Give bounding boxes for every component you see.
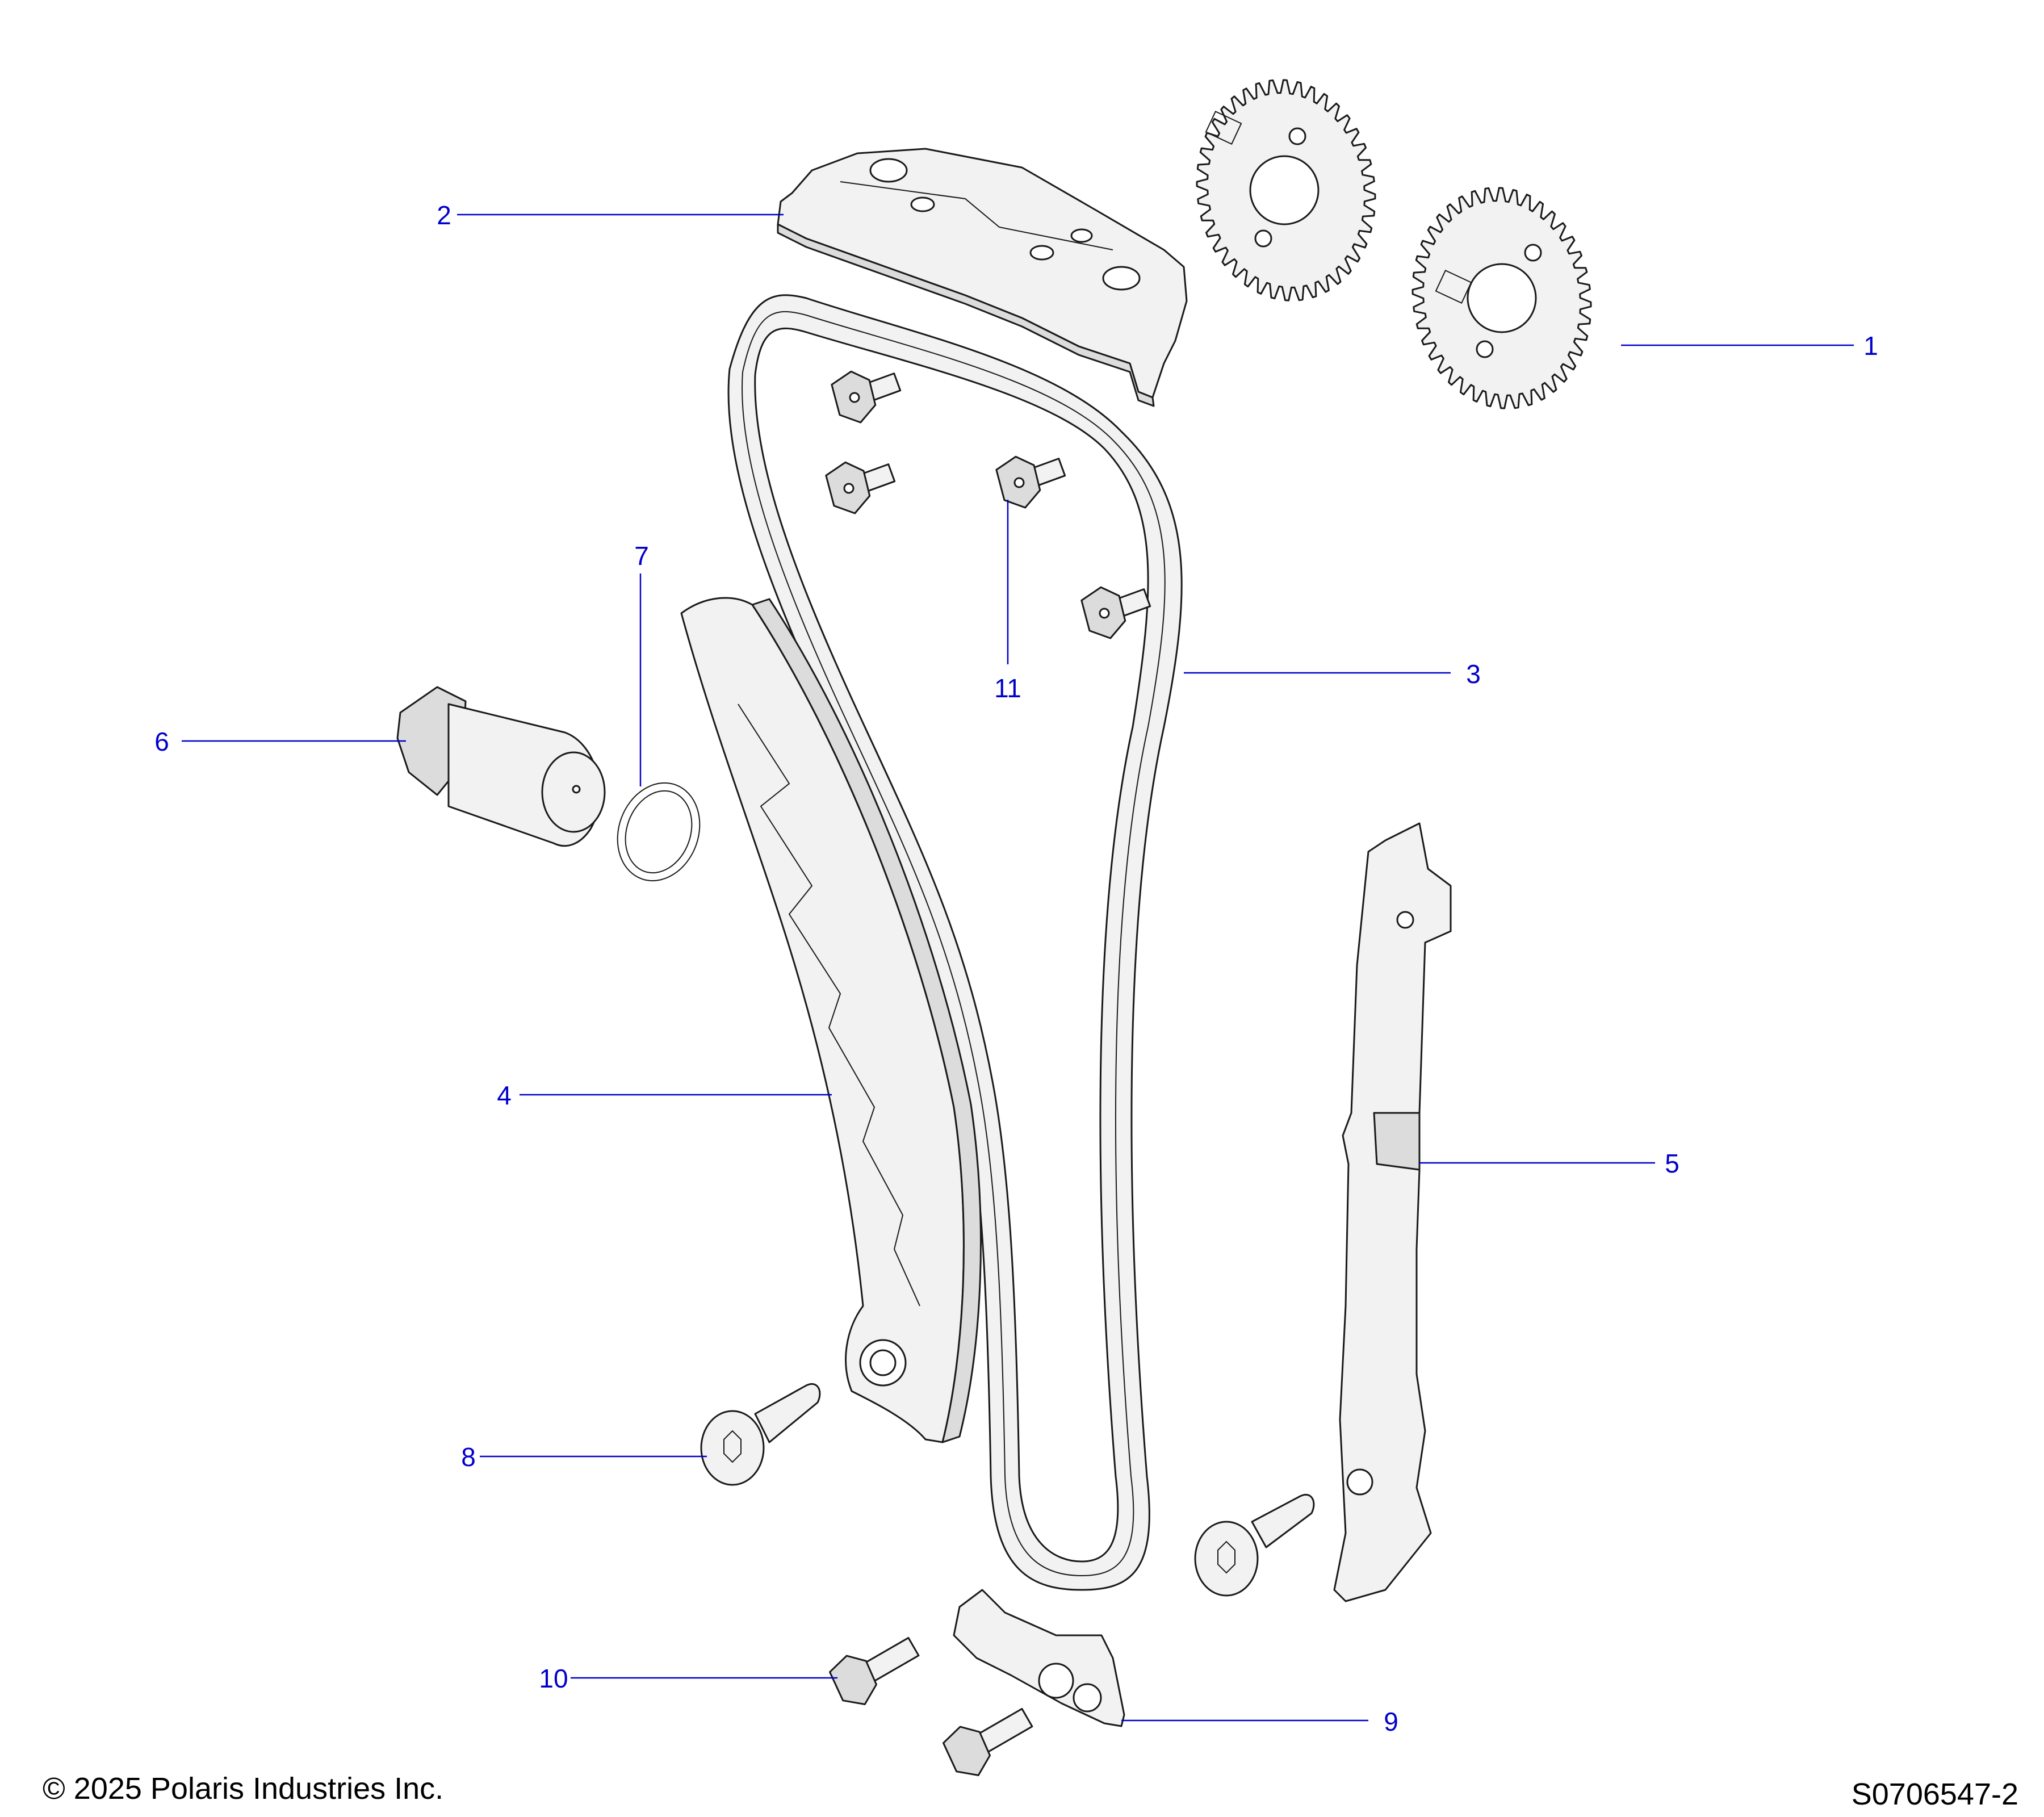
callout-10[interactable]: 10 xyxy=(539,1664,568,1693)
pivot-bolt-icon[interactable] xyxy=(700,1383,821,1486)
pivot-bolt-icon[interactable] xyxy=(1194,1493,1315,1597)
callout-9[interactable]: 9 xyxy=(1384,1707,1398,1736)
diagram-id: S0706547-2 xyxy=(1852,1777,2018,1811)
flange-bolt-icon[interactable] xyxy=(824,1625,1040,1783)
callout-6[interactable]: 6 xyxy=(154,727,169,756)
callout-2[interactable]: 2 xyxy=(437,200,451,230)
callout-8[interactable]: 8 xyxy=(461,1442,476,1472)
callout-leaders xyxy=(182,213,1854,1722)
callout-7[interactable]: 7 xyxy=(634,541,649,571)
copyright-text: © 2025 Polaris Industries Inc. xyxy=(43,1772,443,1806)
flange-bolt-icon[interactable] xyxy=(822,358,1156,644)
callout-3[interactable]: 3 xyxy=(1466,659,1481,689)
chain-guide-top-icon[interactable] xyxy=(777,148,1188,407)
lower-guide-icon[interactable] xyxy=(953,1589,1125,1727)
tensioner-icon[interactable] xyxy=(396,686,606,847)
tensioner-guide-icon[interactable] xyxy=(680,597,982,1443)
o-ring-icon[interactable] xyxy=(604,771,713,892)
callout-labels: 1 2 3 4 5 6 7 8 9 10 11 xyxy=(154,200,1878,1736)
fixed-guide-icon[interactable] xyxy=(1333,822,1452,1602)
callout-5[interactable]: 5 xyxy=(1665,1149,1679,1178)
callout-4[interactable]: 4 xyxy=(497,1081,512,1110)
sprocket-icon[interactable] xyxy=(1196,79,1592,409)
callout-1[interactable]: 1 xyxy=(1863,331,1878,361)
callout-11[interactable]: 11 xyxy=(994,673,1021,703)
